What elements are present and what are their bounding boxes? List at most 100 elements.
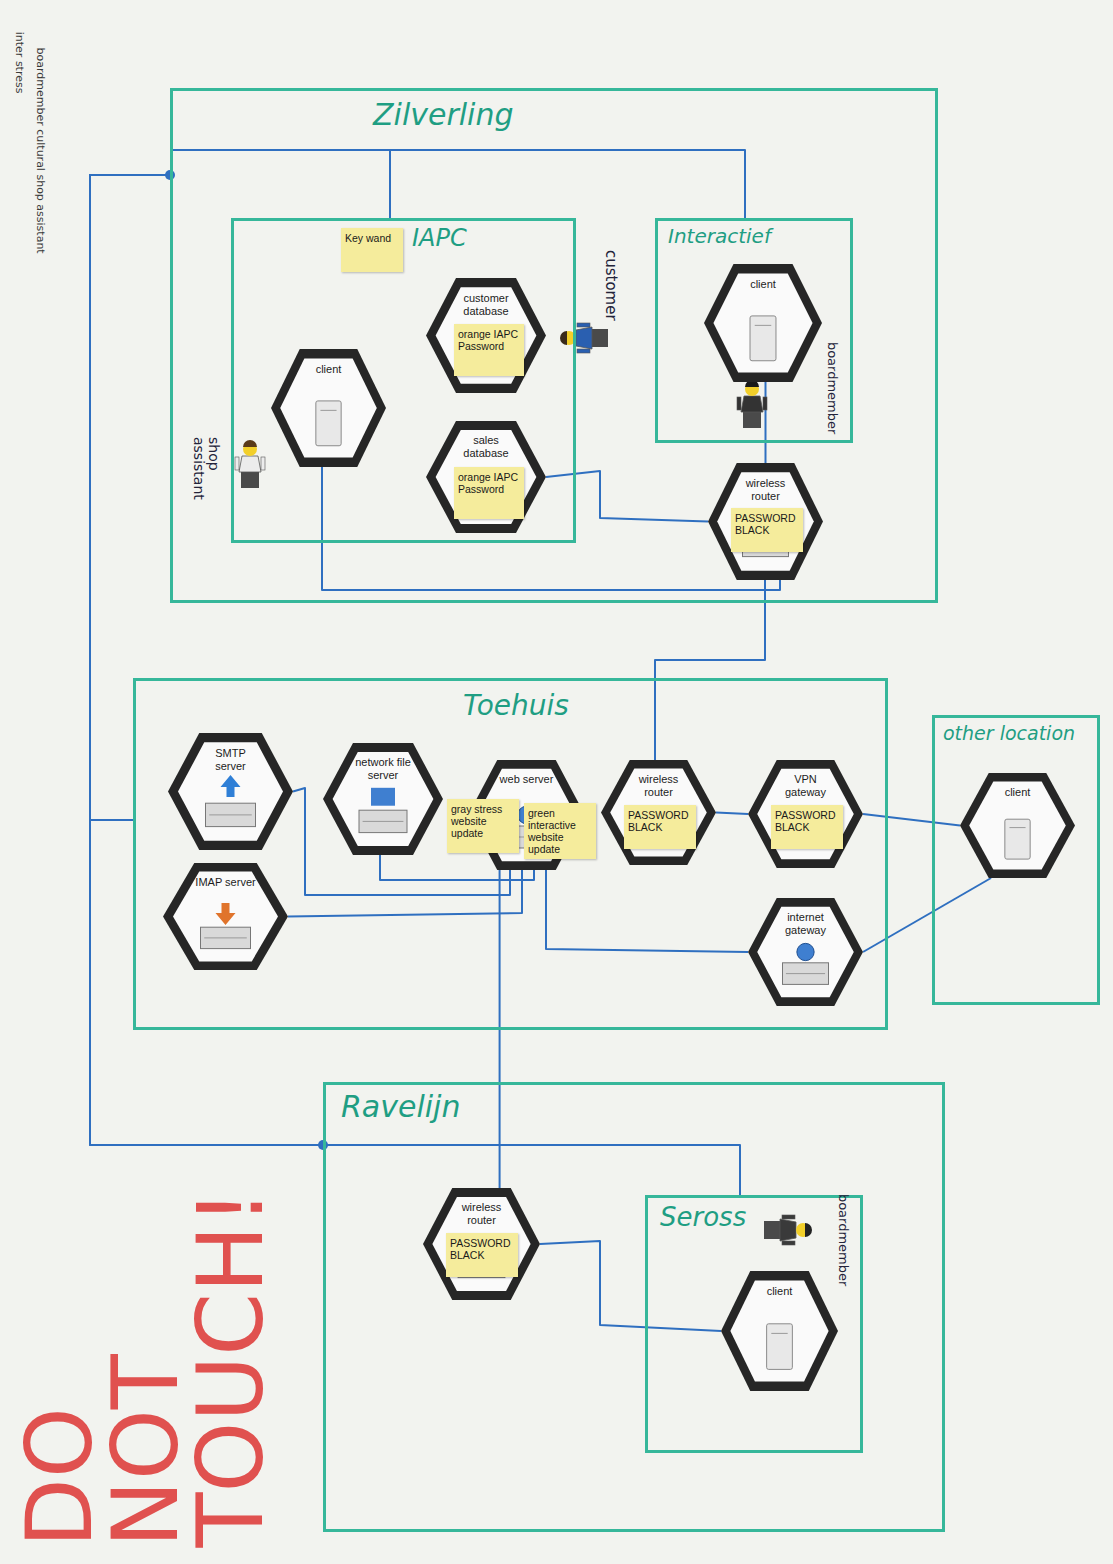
device-hexagon: web servergray stress website updategree… [468,760,585,870]
drawing-part [764,1221,780,1239]
drawing-part [750,316,776,361]
drawing-part [780,1219,796,1241]
hexagon-face [280,358,377,457]
drawing-part [737,397,741,410]
device-hexagon: client [704,264,822,382]
region-title: Seross [660,1202,746,1233]
device-label: client [300,363,358,376]
hexagon-face [969,781,1066,869]
device-hexagon: sales database orange IAPC Password [426,421,546,533]
device-label: wireless router [737,477,795,502]
drawing-part [221,775,241,797]
device-label: SMTP server [199,747,262,772]
hexagon-face [713,273,812,372]
drawing-part [755,325,772,326]
device-label: sales database [456,434,516,459]
device-label: web server [497,773,556,786]
hexagon-border [426,421,546,533]
region-title: other location [943,722,1075,745]
device-label: customer database [456,292,516,317]
region-box: Serossclient [645,1195,863,1453]
drawing-part [741,396,763,412]
sticky-text: orange IAPC Password [458,471,520,495]
drawing-part [743,412,761,428]
handwritten-note: inter stress [13,31,26,93]
drawing-part [206,803,256,826]
region-box: ZilverlingIAPCKey wandclientcustomer dat… [170,88,938,603]
network-link [765,382,767,463]
device-label: VPN gateway [777,773,835,798]
figure-label: customer [602,249,619,320]
network-link [170,150,745,218]
drawing-part [359,810,407,832]
region-box: Interactiefclient [655,218,853,443]
device-icon [1005,819,1030,859]
drawing-part [1005,819,1030,859]
drawing-part [216,903,236,925]
device-icon [316,401,341,446]
sticky-text: PASSWORD BLACK [735,512,799,536]
network-link [655,580,765,760]
network-link [170,150,390,218]
sticky-text: PASSWORD BLACK [450,1237,514,1261]
hexagon-face [436,287,537,384]
drawing-part [261,457,265,470]
drawing-part [241,472,259,488]
hexagon-border [748,760,863,868]
lego-figure [560,323,608,353]
region-title: Zilverling [373,97,514,133]
lego-figure [737,380,767,428]
device-icon [783,943,829,984]
device-label: client [989,786,1047,799]
network-link [716,813,748,815]
drawing-part [783,963,829,985]
drawing-part [786,973,825,974]
figure-label: boardmember [825,342,839,434]
hexagon-face [173,872,278,962]
device-hexagon: network file server [323,743,443,855]
device-hexagon: IMAP server [163,863,288,970]
hexagon-face [730,1281,828,1382]
sticky-text: PASSWORD BLACK [775,809,839,833]
network-link [322,467,780,590]
sticky-note: gray stress website update [447,799,519,853]
hexagon-border [960,773,1075,878]
hexagon-face [717,472,814,570]
sticky-note: PASSWORD BLACK [731,508,803,552]
sticky-text: green interactive website update [528,807,592,855]
network-link [863,878,991,952]
device-hexagon: client [960,773,1075,878]
drawing-part [782,1241,795,1245]
hexagon-border [601,760,716,865]
hexagon-border [708,463,823,580]
drawing-part [592,329,608,347]
sticky-note: orange IAPC Password [454,324,524,376]
sticky-text: gray stress website update [451,803,515,839]
drawing-part [243,440,257,447]
hexagon-face [432,1197,530,1291]
device-icon [201,903,251,949]
sticky-note: PASSWORD BLACK [446,1233,518,1277]
hexagon-face [178,742,283,840]
device-hexagon: internet gateway [748,898,863,1006]
hexagon-border [704,264,822,382]
hexagon-border [426,278,546,393]
lego-figure [764,1215,812,1245]
device-hexagon: wireless routerPASSWORD BLACK [423,1188,540,1300]
region-box: other location client [932,715,1100,1005]
network-link [863,814,960,826]
sticky-note: Key wand [341,228,403,272]
drawing-part [577,349,590,353]
figure-label: shop assistant [190,437,221,500]
drawing-part [560,331,567,345]
network-link [90,175,323,1145]
hexagon-border [323,743,443,855]
sticky-note: orange IAPC Password [454,467,524,519]
device-label: internet gateway [777,911,835,936]
region-title: Toehuis [463,689,569,723]
drawing-part [201,927,251,948]
device-icon [359,788,407,833]
sticky-note: PASSWORD BLACK [624,805,696,849]
